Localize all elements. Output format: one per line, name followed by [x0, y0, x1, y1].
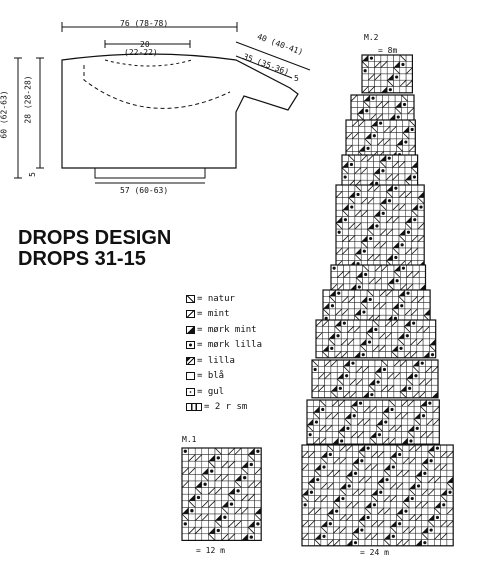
legend-text: = mørk mint [197, 324, 257, 335]
half-diag-icon [186, 356, 195, 365]
empty-icon [186, 372, 195, 381]
half-black-icon [186, 325, 195, 334]
legend-item: = mørk mint [186, 322, 262, 338]
legend-item: = lilla [186, 353, 262, 369]
diag-rev-icon [186, 310, 195, 319]
legend-item: = gul [186, 384, 262, 400]
legend-item: = mørk lilla [186, 338, 262, 354]
width-body-label: 76 (78-78) [120, 19, 169, 28]
chart-m2-section [330, 264, 427, 291]
legend-text: = blå [197, 371, 225, 382]
page-title: DROPS DESIGN DROPS 31-15 [18, 228, 171, 270]
dot-big-icon [186, 341, 195, 350]
m2-top-label: = 8m [378, 46, 398, 55]
chart-m2-section [306, 399, 440, 445]
neck-width-label-sub: (22-22) [124, 48, 158, 57]
color-legend: = natur = mint = mørk mint = mørk lilla = li… [186, 291, 262, 415]
chart-m2-section [341, 154, 419, 188]
legend-text: = lilla [197, 355, 235, 366]
chart-m2-section [335, 184, 425, 268]
legend-text: = 2 r sm [204, 402, 248, 413]
diag-icon [186, 294, 195, 303]
legend-text: = mørk lilla [197, 340, 263, 351]
m2-label: M.2 [364, 33, 379, 42]
title-line-2: DROPS 31-15 [18, 248, 146, 270]
neck-width-label: 20 [140, 40, 150, 49]
legend-text: = natur [197, 293, 235, 304]
chart-m2-section [301, 444, 454, 547]
chart-m2-section [345, 119, 416, 159]
dot-small-icon [186, 387, 195, 396]
chart-m2-section [361, 54, 414, 94]
m1-bottom-label: = 12 m [196, 546, 225, 555]
chart-m2-section [311, 359, 439, 399]
legend-item: = 2 r sm [186, 400, 262, 416]
chart-m2-section [315, 319, 437, 359]
legend-item: = blå [186, 369, 262, 385]
legend-text: = mint [197, 309, 230, 320]
legend-text: = gul [197, 386, 225, 397]
m2-bottom-label: = 24 m [360, 548, 389, 557]
title-line-1: DROPS DESIGN [18, 227, 172, 249]
legend-item: = natur [186, 291, 262, 307]
m1-label: M.1 [182, 435, 197, 444]
chart-m2-section [350, 94, 415, 121]
width-bottom-label: 57 (60-63) [120, 186, 169, 195]
chart-m2-section [322, 289, 431, 323]
bars-icon [186, 403, 202, 412]
chart-m1 [181, 447, 262, 542]
legend-item: = mint [186, 307, 262, 323]
sleeve-cuff-label: 5 [294, 74, 299, 83]
